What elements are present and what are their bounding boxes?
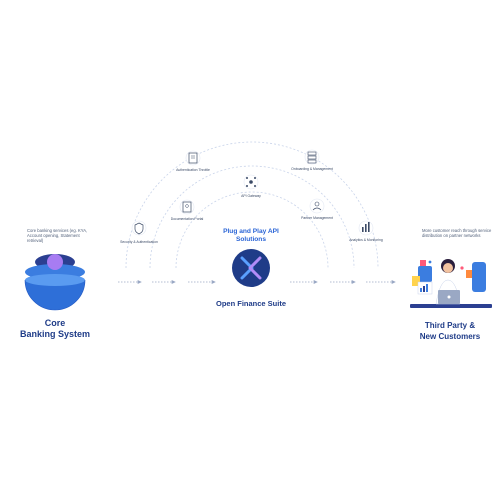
third-party-title-line2: New Customers [419, 332, 481, 341]
api-solutions-title: Plug and Play API Solutions [206, 228, 296, 244]
core-banking-title-line1: Core [44, 318, 66, 328]
third-party-description: More customer reach through service dist… [422, 228, 492, 239]
server-icon [304, 149, 320, 165]
third-party-illustration [410, 259, 492, 308]
book-icon [179, 199, 195, 215]
core-banking-bowl-icon [24, 254, 86, 311]
third-party-title: Third Party & New Customers [402, 320, 498, 342]
node-label-auth-throttle: Authentication Throttle [176, 168, 210, 172]
arc-group [125, 141, 379, 269]
core-banking-title: Core Banking System [10, 318, 100, 340]
chart-icon [358, 220, 374, 236]
node-label-api-gateway: API Gateway [241, 194, 261, 198]
shield-icon [131, 220, 147, 236]
open-finance-logo-icon [232, 249, 270, 287]
node-icons [131, 149, 374, 236]
third-party-title-line1: Third Party & [424, 321, 476, 330]
core-banking-description: Core banking services (eg. KYA, Account … [27, 228, 88, 244]
core-banking-title-line2: Banking System [19, 329, 91, 339]
node-label-analytics: Analytics & Monitoring [349, 238, 383, 242]
node-label-security: Security & Authentication [120, 240, 158, 244]
node-label-partner: Partner Management [301, 216, 333, 220]
node-label-onboarding: Onboarding & Management [291, 167, 333, 171]
document-icon [185, 150, 201, 166]
api-solutions-line2: Solutions [235, 236, 267, 243]
network-icon [243, 174, 259, 190]
partner-icon [309, 198, 325, 214]
node-label-doc-portal: Documentation Portal [170, 217, 204, 221]
arc-outer [125, 141, 379, 269]
api-solutions-line1: Plug and Play API [223, 228, 279, 235]
flow-arrows [118, 280, 396, 284]
open-finance-suite-title: Open Finance Suite [215, 299, 286, 308]
